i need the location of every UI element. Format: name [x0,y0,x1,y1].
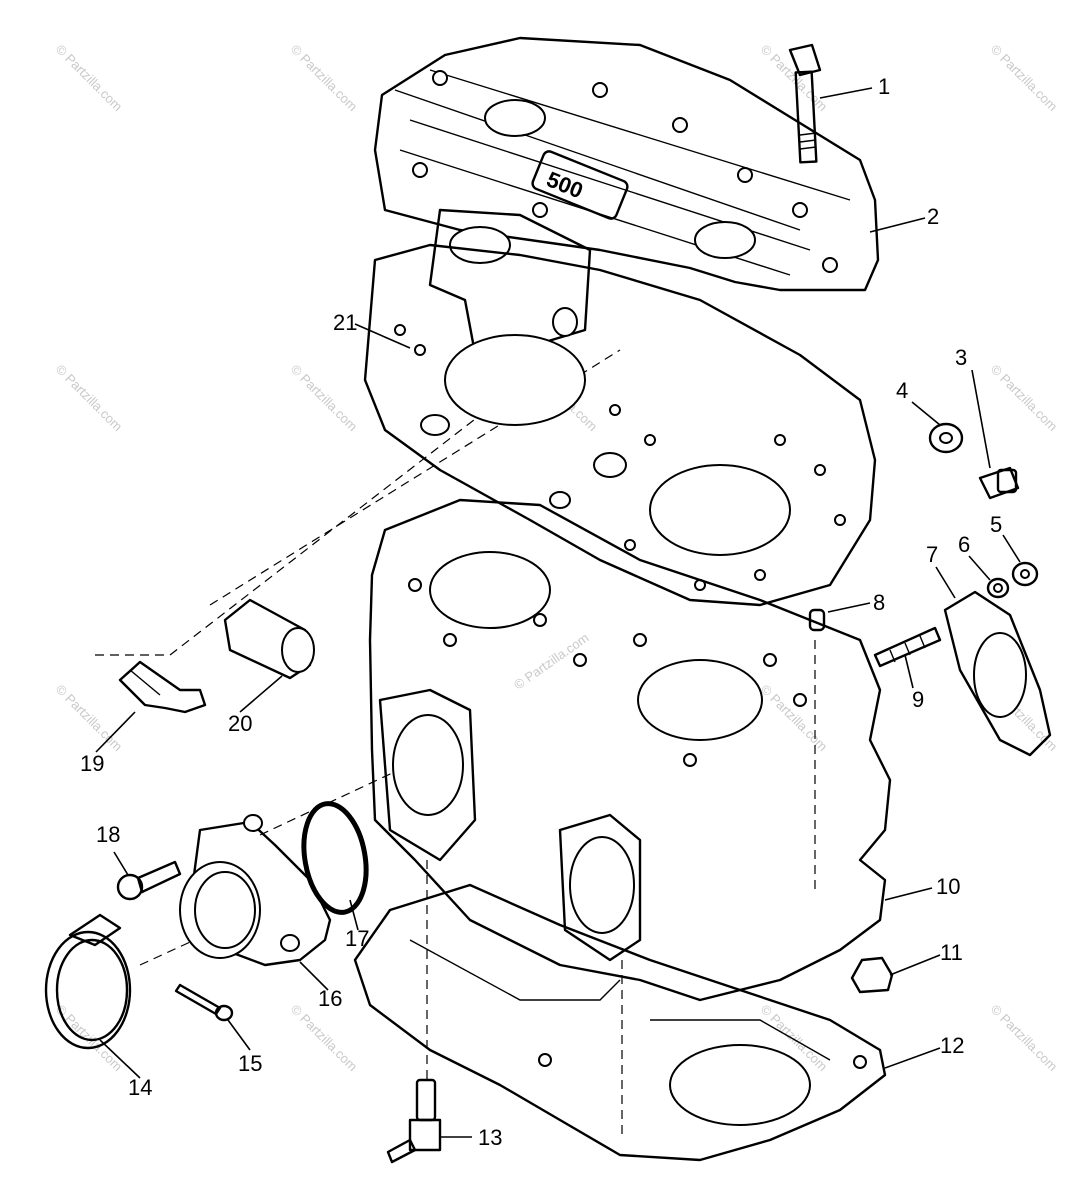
cylinder-head: 500 [373,36,880,292]
nut [1011,561,1039,587]
watermark: © Partzilla.com [288,1002,361,1075]
callout-21: 21 [333,310,357,335]
small-bolt [978,466,1020,500]
lock-washer [986,577,1010,599]
watermark: © Partzilla.com [758,682,831,755]
callout-3: 3 [955,345,967,370]
cap [850,956,894,994]
callout-5: 5 [990,512,1002,537]
callout-8: 8 [873,590,885,615]
temperature-sensor [118,660,207,714]
callout-17: 17 [345,926,369,951]
o-ring [301,801,369,915]
callout-18: 18 [96,822,120,847]
watermark: © Partzilla.com [288,362,361,435]
bleed-fitting [386,1078,442,1164]
adaptor-bolt [116,860,182,901]
callout-numbers: 1 2 3 4 5 6 7 8 9 10 11 12 13 14 15 16 1… [80,74,1002,1150]
watermark: © Partzilla.com [988,1002,1061,1075]
callout-19: 19 [80,751,104,776]
callout-15: 15 [238,1051,262,1076]
callout-12: 12 [940,1033,964,1058]
callout-10: 10 [936,874,960,899]
head-bolt [788,43,822,164]
watermark: © Partzilla.com [53,42,126,115]
callout-14: 14 [128,1075,152,1100]
callout-6: 6 [958,532,970,557]
sleeve [223,598,315,680]
callout-20: 20 [228,711,252,736]
watermark: © Partzilla.com [53,362,126,435]
callout-13: 13 [478,1125,502,1150]
callout-2: 2 [927,204,939,229]
callout-11: 11 [940,940,963,965]
cylinder-block [368,498,892,1002]
watermark: © Partzilla.com [988,42,1061,115]
watermark: © Partzilla.com [988,362,1061,435]
callout-4: 4 [896,378,908,403]
washer [928,422,964,454]
hose-clamp [44,913,132,1050]
callout-16: 16 [318,986,342,1011]
callout-7: 7 [926,542,938,567]
exhaust-gasket [943,590,1052,757]
watermark: © Partzilla.com [53,682,126,755]
watermark: © Partzilla.com [288,42,361,115]
callout-9: 9 [912,687,924,712]
intake-adaptor [179,814,332,967]
dowel-pin [808,608,826,632]
head-gasket [363,243,877,607]
base-gasket [353,883,887,1162]
callout-1: 1 [878,74,890,99]
clamp-screw [174,983,234,1022]
exhaust-stud [873,626,942,668]
leader-lines [95,87,1021,1138]
